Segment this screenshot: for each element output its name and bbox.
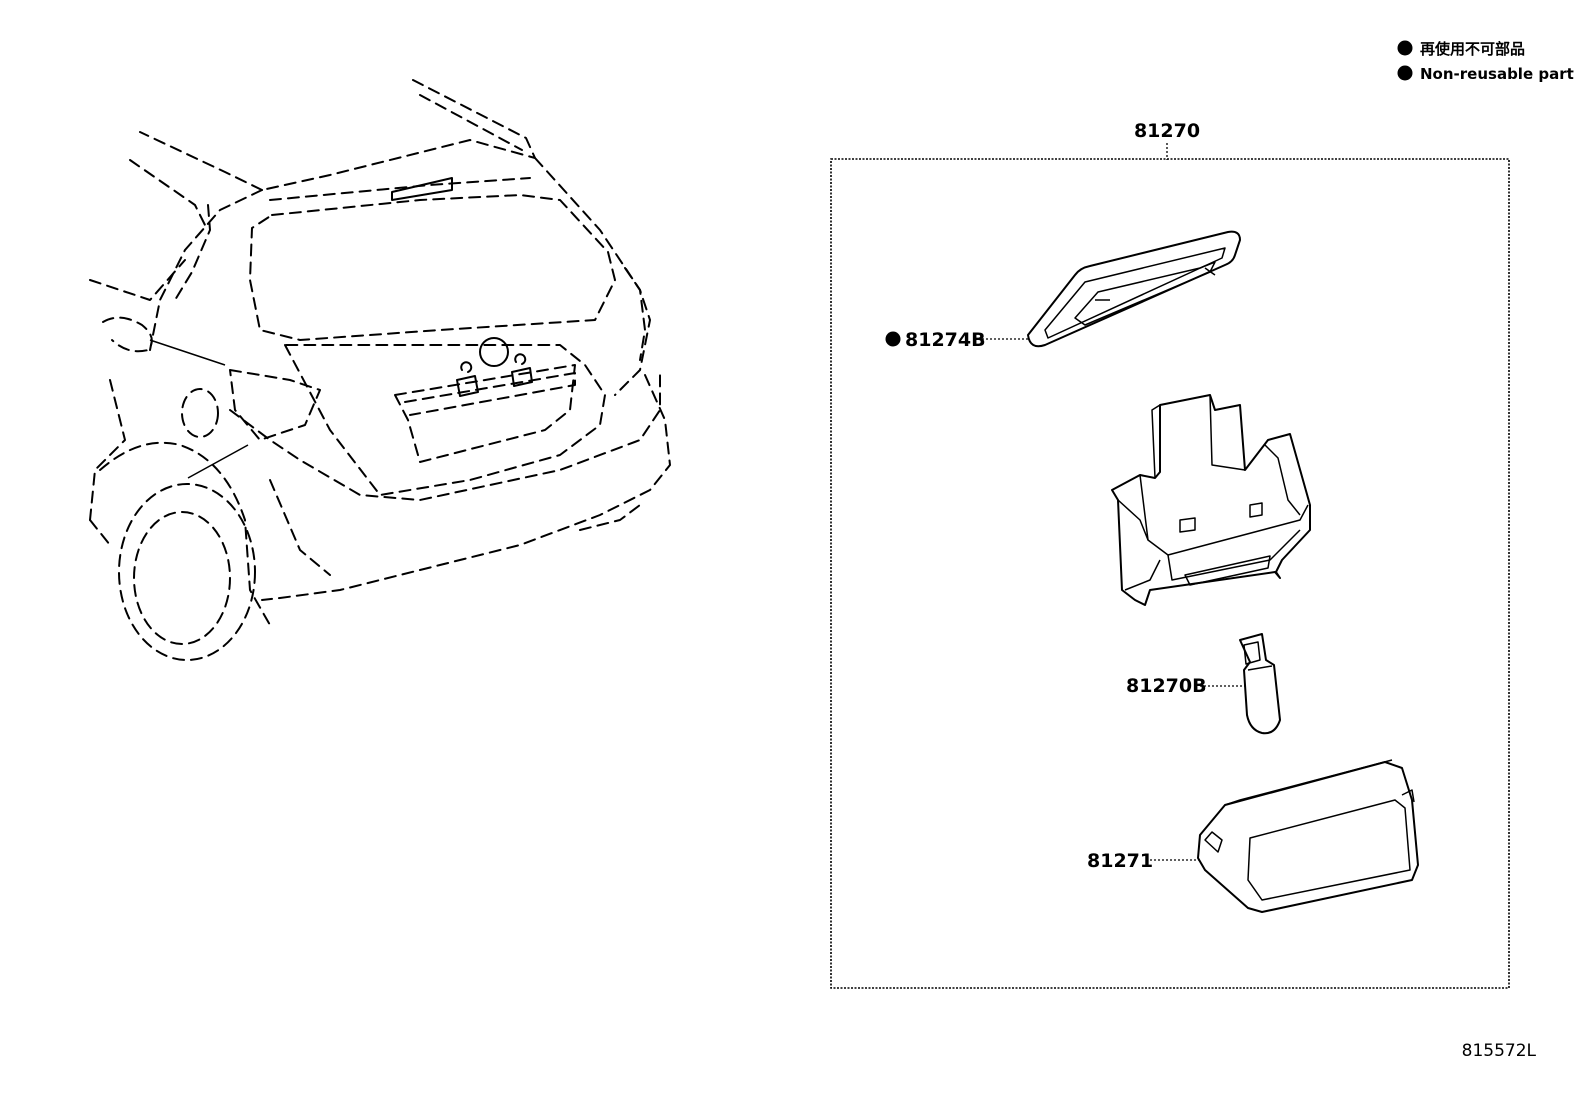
part-label-lens: 81271 bbox=[1087, 850, 1153, 872]
legend-japanese-text: 再使用不可部品 bbox=[1420, 40, 1525, 58]
license-lamp-left-icon bbox=[456, 361, 479, 397]
assembly-part-number: 81270 bbox=[1134, 120, 1200, 142]
non-reusable-bullet-icon bbox=[1397, 65, 1413, 81]
legend: 再使用不可部品 Non-reusable part bbox=[1397, 40, 1574, 83]
legend-english-text: Non-reusable part bbox=[1420, 65, 1574, 83]
part-bulb: 81270B bbox=[1126, 633, 1281, 735]
non-reusable-bullet-icon bbox=[1397, 40, 1413, 56]
non-reusable-bullet-icon bbox=[885, 331, 901, 347]
part-label-bulb: 81270B bbox=[1126, 675, 1207, 697]
part-label-gasket: 81274B bbox=[905, 329, 986, 351]
part-lamp-housing bbox=[1111, 394, 1311, 606]
stop-lamp-outline bbox=[391, 177, 453, 201]
assembly-group: 81270 bbox=[830, 120, 1510, 989]
vehicle-rear-illustration bbox=[89, 79, 671, 661]
emblem-icon bbox=[479, 337, 509, 367]
diagram-id: 815572L bbox=[1462, 1041, 1537, 1061]
assembly-frame bbox=[830, 158, 1510, 989]
part-lens: 81271 bbox=[1087, 759, 1419, 913]
part-gasket: 81274B bbox=[885, 230, 1241, 351]
license-lamp-right-icon bbox=[511, 353, 533, 387]
